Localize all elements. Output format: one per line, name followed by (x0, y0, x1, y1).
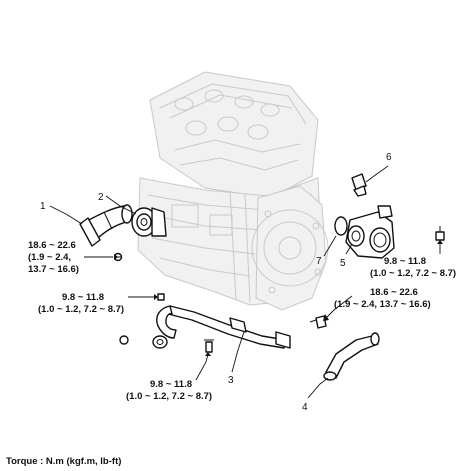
pipe-plug (119, 335, 129, 345)
torque-hose-fitting-nm: 18.6 ~ 22.6 (28, 240, 76, 251)
torque-housing-kgf: (1.9 ~ 2.4, 13.7 ~ 16.6) (334, 299, 431, 310)
sensor-bolt (435, 226, 445, 241)
torque-pipe-lower-nm: 9.8 ~ 11.8 (150, 379, 192, 390)
pipe-upper-bolt (157, 293, 165, 301)
torque-pipe-bolt-nm: 9.8 ~ 11.8 (62, 292, 104, 303)
leader-lines (49, 165, 443, 399)
callout-3: 3 (228, 375, 234, 386)
callout-4: 4 (302, 402, 308, 413)
torque-pipe-lower-kgf: (1.0 ~ 1.2, 7.2 ~ 8.7) (126, 391, 212, 402)
torque-housing-nm: 18.6 ~ 22.6 (370, 287, 418, 298)
bypass-hose (323, 332, 380, 381)
pipe-lower-bolt (204, 339, 214, 353)
callout-5: 5 (340, 258, 346, 269)
thermostat-housing (345, 205, 395, 259)
water-inlet-pipe (152, 305, 291, 349)
torque-hose-fitting-lbft: 13.7 ~ 16.6) (28, 264, 79, 275)
torque-specs: 18.6 ~ 22.6 (1.9 ~ 2.4, 13.7 ~ 16.6) 9.8… (28, 240, 456, 402)
coolant-temperature-sensor (351, 173, 367, 197)
coolant-outlet-pipe (79, 204, 133, 247)
callout-2: 2 (98, 192, 104, 203)
o-ring (334, 216, 348, 236)
callout-6: 6 (386, 152, 392, 163)
torque-sensor-nm: 9.8 ~ 11.8 (384, 256, 426, 267)
torque-sensor-kgf: (1.0 ~ 1.2, 7.2 ~ 8.7) (370, 268, 456, 279)
thermostat-fitting (131, 207, 167, 237)
callout-7: 7 (316, 256, 322, 267)
torque-units-legend: Torque : N.m (kgf.m, lb-ft) (6, 456, 121, 467)
torque-hose-fitting-kgf: (1.9 ~ 2.4, (28, 252, 71, 263)
callout-1: 1 (40, 201, 46, 212)
engine-block-illustration (137, 71, 329, 311)
torque-pipe-bolt-kgf: (1.0 ~ 1.2, 7.2 ~ 8.7) (38, 304, 124, 315)
callout-numbers: 1 2 3 4 5 6 7 (40, 152, 392, 413)
housing-bolt (309, 315, 327, 329)
